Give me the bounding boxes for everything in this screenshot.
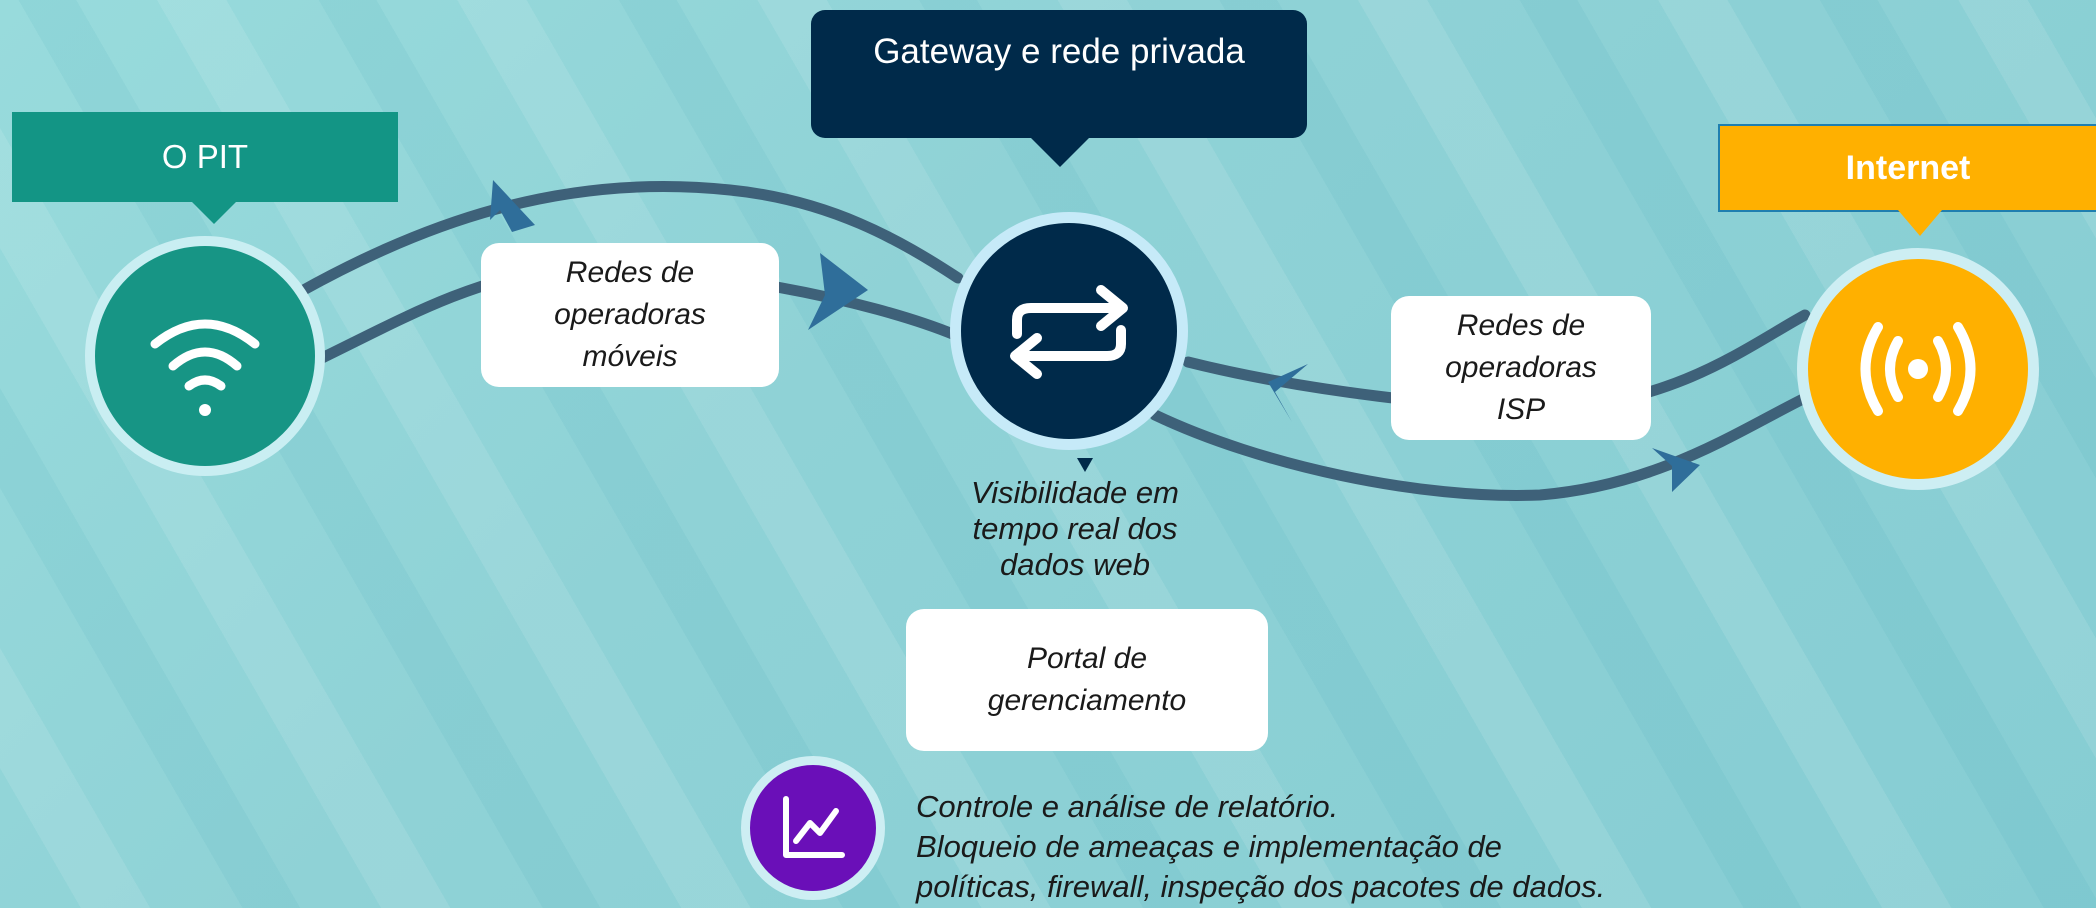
arrow-right-mobile: [808, 253, 868, 330]
isp-networks-line3: ISP: [1496, 393, 1546, 426]
lower-line-gateway-internet: [1149, 392, 1811, 501]
report-line1: Controle e análise de relatório.: [916, 789, 1339, 824]
isp-networks-line2: operadoras: [1445, 351, 1597, 384]
visibility-text: Visibilidade em tempo real dos dados web: [930, 475, 1220, 583]
portal-line2: gerenciamento: [987, 684, 1187, 717]
isp-networks-line1: Redes de: [1456, 309, 1586, 342]
mobile-networks-line2: operadoras: [554, 298, 706, 331]
arrow-left-upper: [490, 180, 535, 232]
gateway-label-pointer: [1030, 137, 1090, 167]
pit-label: O PIT: [12, 112, 398, 202]
isp-networks-box: Redes de operadoras ISP: [1391, 296, 1651, 440]
visibility-line3: dados web: [1000, 547, 1150, 582]
internet-label: Internet: [1718, 124, 2096, 212]
pit-label-text: O PIT: [161, 138, 249, 175]
visibility-pointer: [1077, 458, 1093, 472]
internet-label-pointer: [1898, 210, 1942, 236]
arrow-right-internet: [1652, 448, 1700, 492]
management-portal-box: Portal de gerenciamento: [906, 609, 1268, 751]
report-node: [741, 756, 885, 900]
visibility-line1: Visibilidade em: [971, 475, 1179, 510]
wifi-icon: [150, 319, 260, 416]
exchange-arrows-icon: [1010, 285, 1128, 379]
pit-label-pointer: [190, 200, 238, 224]
mobile-networks-line1: Redes de: [565, 256, 695, 289]
visibility-line2: tempo real dos: [972, 511, 1178, 546]
mobile-networks-box: Redes de operadoras móveis: [481, 243, 779, 387]
report-line3: políticas, firewall, inspeção dos pacote…: [916, 869, 1606, 904]
broadcast-icon: [1860, 322, 1976, 416]
line-chart-icon: [783, 796, 845, 858]
upper-line-pit-gateway: [294, 180, 964, 298]
pit-node: [85, 236, 325, 476]
gateway-label-text: Gateway e rede privada: [873, 32, 1245, 71]
internet-node: [1797, 248, 2039, 490]
portal-line1: Portal de: [1026, 642, 1148, 675]
internet-label-text: Internet: [1845, 148, 1971, 187]
mobile-networks-line3: móveis: [582, 340, 678, 373]
gateway-node: [950, 212, 1188, 450]
arrow-left-isp: [1268, 364, 1308, 422]
report-description: Controle e análise de relatório. Bloquei…: [916, 787, 1605, 907]
gateway-label: Gateway e rede privada: [811, 10, 1307, 138]
report-line2: Bloqueio de ameaças e implementação de: [916, 829, 1502, 864]
